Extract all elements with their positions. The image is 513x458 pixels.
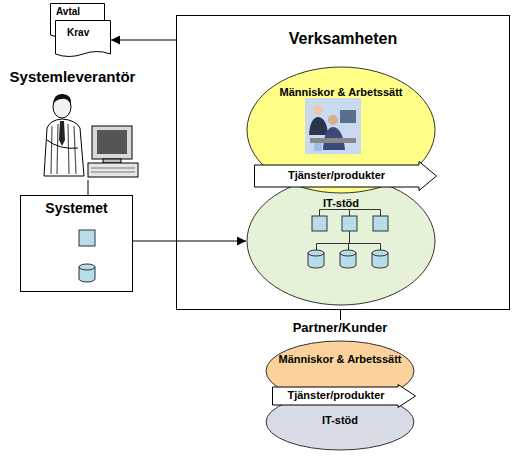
document: Krav [55,20,111,60]
node-text: Tjänster/produkter [254,169,419,182]
it-ellipse-outline [246,176,436,306]
service-arrow: Tjänster/produkter [254,161,437,191]
supplier-illustration [44,94,138,177]
connector-arrow [111,40,176,41]
node-text: IT-stöd [265,414,415,427]
link-line [340,310,341,320]
document-outline [55,20,111,60]
heading-label: Partner/Kunder [240,320,440,335]
node-text: IT-stöd [246,197,436,210]
node-text: Systemet [21,200,132,216]
heading-label: Systemleverantör [0,68,145,85]
system-box: Systemet [20,195,133,292]
node-text: Människor & Arbetssätt [265,353,415,366]
node-text: Avtal [56,6,101,18]
document-shape [56,21,111,57]
node-text: Tjänster/produkter [272,389,400,402]
node-text: Människor & Arbetssätt [246,86,436,99]
arrow-shape [273,385,416,408]
ellipse-shape [247,177,435,305]
node-text: Verksamheten [177,30,509,48]
node-text: Krav [67,27,107,39]
service-arrow: Tjänster/produkter [272,384,416,408]
organization-box: VerksamhetenMänniskor & ArbetssättIT-stö… [176,15,510,310]
link-line [88,180,89,195]
arrow-shape [255,162,437,191]
it-ellipse: IT-stöd [246,176,436,306]
